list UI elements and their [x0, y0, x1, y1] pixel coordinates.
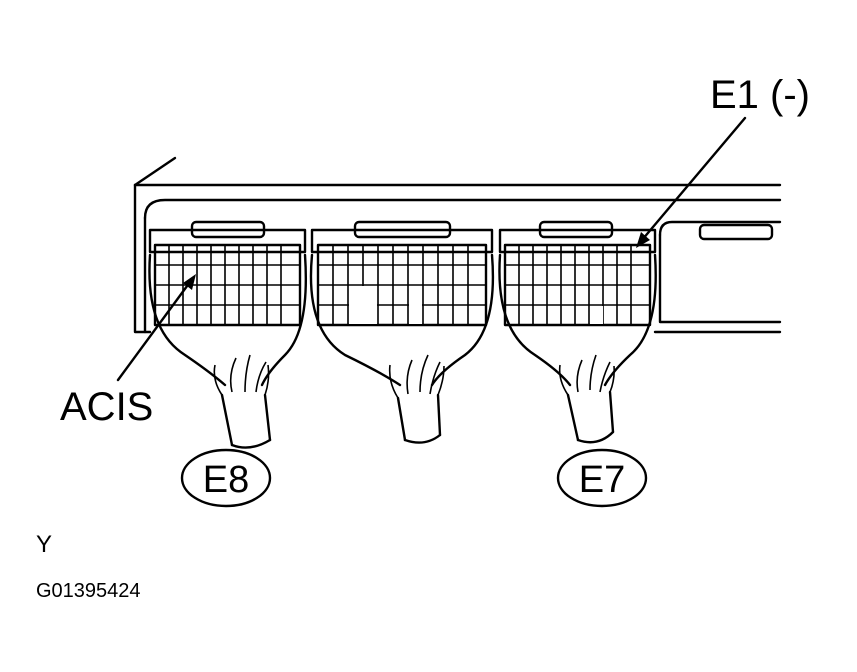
- label-e8: E8: [203, 459, 249, 501]
- pin-grid-e7: [503, 243, 652, 327]
- label-acis: ACIS: [60, 385, 153, 429]
- connector-e8: [148, 220, 308, 449]
- leader-e1: [636, 116, 747, 248]
- label-e7: E7: [579, 459, 625, 501]
- label-y: Y: [36, 531, 52, 558]
- label-e1: E1 (-): [710, 73, 810, 117]
- connector-e7: [498, 220, 657, 444]
- connector-middle: [309, 220, 495, 444]
- pin-grid-middle: [316, 243, 488, 327]
- e7-label-ellipse: [556, 448, 648, 508]
- figure-code: G01395424: [36, 580, 141, 602]
- pin-grid-e8: [153, 243, 302, 327]
- e8-label-ellipse: [180, 448, 272, 508]
- ecu-housing: [133, 156, 782, 334]
- leader-acis: [116, 274, 196, 382]
